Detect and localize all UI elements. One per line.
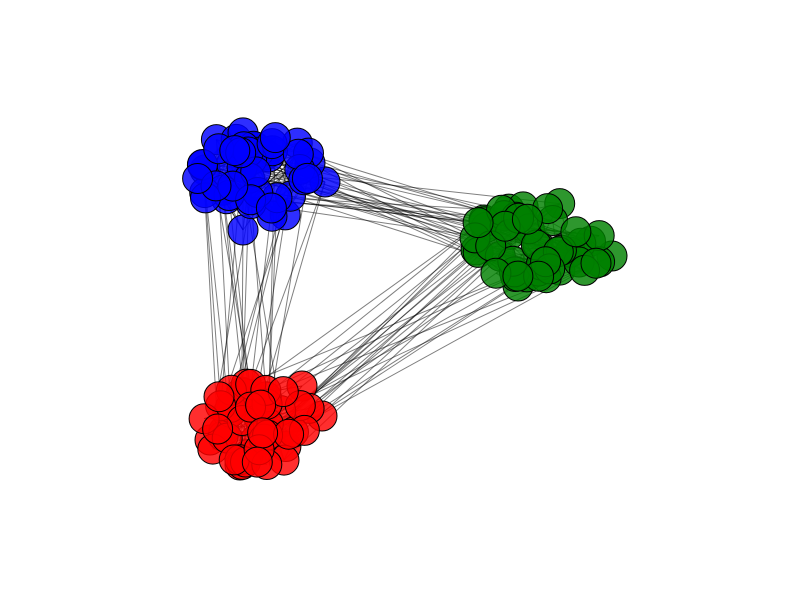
blue-node: [182, 163, 214, 194]
green-node: [580, 247, 612, 279]
edge: [309, 162, 487, 228]
edge: [222, 190, 244, 394]
red-node: [273, 418, 305, 450]
green-node: [502, 260, 534, 292]
blue-node: [259, 122, 291, 154]
red-node: [241, 446, 273, 478]
green-node: [511, 203, 543, 235]
green-node: [462, 207, 494, 239]
blue-node: [255, 192, 287, 224]
blue-node: [291, 162, 323, 194]
red-node: [247, 417, 279, 449]
edge: [241, 229, 244, 393]
red-node: [202, 413, 234, 445]
blue-node: [227, 214, 259, 246]
node-layer: [182, 117, 628, 481]
green-node: [560, 216, 592, 248]
red-node: [267, 376, 299, 408]
edge: [215, 185, 253, 395]
edge: [243, 219, 485, 394]
red-node: [203, 381, 235, 413]
blue-node: [219, 135, 251, 167]
edge: [260, 181, 326, 406]
red-node: [245, 389, 277, 421]
